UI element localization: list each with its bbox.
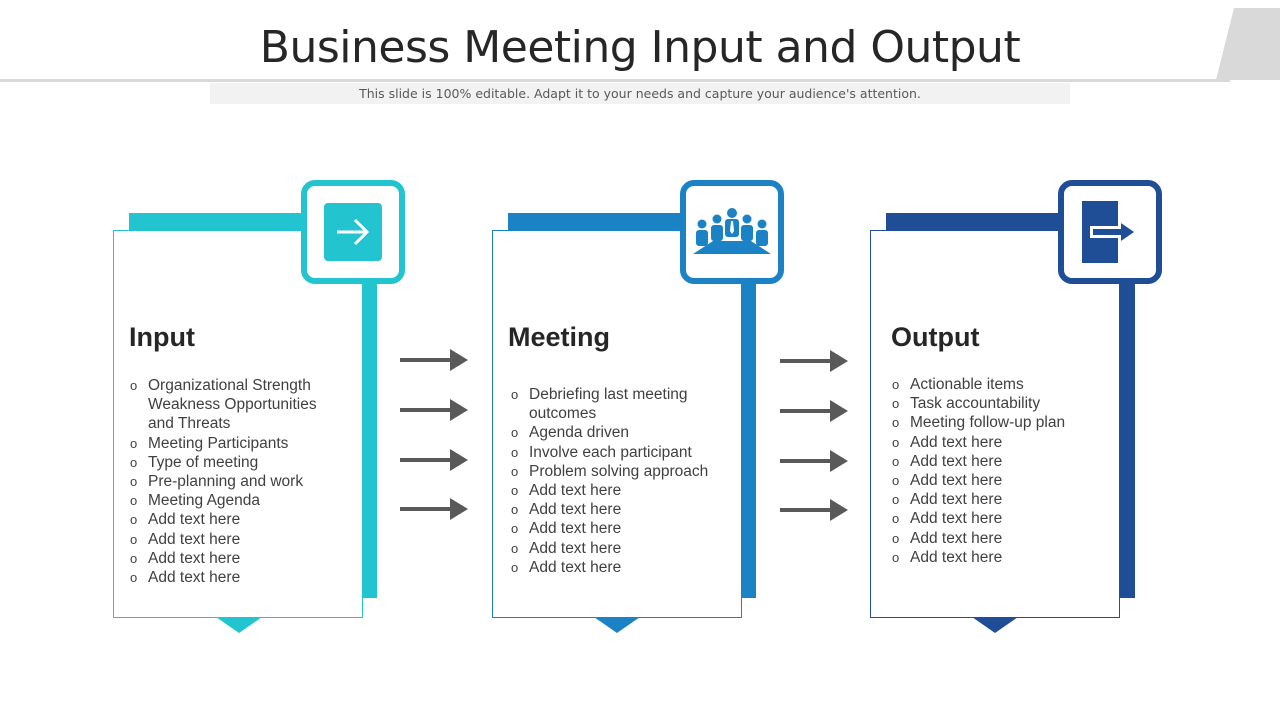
- meeting-table-icon: [693, 208, 771, 254]
- flow-arrow-icon: [780, 499, 848, 521]
- input-icon-box: [301, 180, 405, 284]
- flow-arrow-icon: [780, 400, 848, 422]
- output-list: Actionable items Task accountability Mee…: [892, 375, 1104, 567]
- list-item: Debriefing last meeting outcomes: [511, 385, 723, 423]
- list-item: Add text here: [892, 452, 1104, 471]
- arrow-right-icon: [324, 203, 382, 261]
- list-item: Add text here: [130, 568, 330, 587]
- list-item: Add text here: [130, 530, 330, 549]
- list-item: Task accountability: [892, 394, 1104, 413]
- list-item: Add text here: [511, 500, 723, 519]
- list-item: Add text here: [511, 558, 723, 577]
- input-notch: [216, 617, 262, 633]
- meeting-notch: [594, 617, 640, 633]
- subtitle-bar: [210, 83, 1070, 104]
- flow-arrow-icon: [400, 399, 468, 421]
- list-item: Add text here: [892, 433, 1104, 452]
- page-title: Business Meeting Input and Output: [259, 22, 1021, 73]
- flow-arrow-icon: [780, 350, 848, 372]
- input-list: Organizational Strength Weakness Opportu…: [130, 376, 330, 587]
- list-item: Meeting Agenda: [130, 491, 330, 510]
- list-item: Add text here: [892, 548, 1104, 567]
- input-heading: Input: [129, 322, 195, 352]
- list-item: Involve each participant: [511, 443, 723, 462]
- list-item: Add text here: [892, 471, 1104, 490]
- list-item: Add text here: [892, 490, 1104, 509]
- list-item: Type of meeting: [130, 453, 330, 472]
- meeting-list: Debriefing last meeting outcomes Agenda …: [511, 385, 723, 577]
- list-item: Agenda driven: [511, 423, 723, 442]
- flow-arrow-icon: [780, 450, 848, 472]
- exit-arrow-icon: [1082, 201, 1138, 263]
- output-notch: [972, 617, 1018, 633]
- subtitle: This slide is 100% editable. Adapt it to…: [359, 86, 921, 101]
- title-divider: [0, 79, 1230, 82]
- flow-arrow-icon: [400, 498, 468, 520]
- list-item: Add text here: [511, 539, 723, 558]
- flow-arrow-icon: [400, 349, 468, 371]
- list-item: Add text here: [130, 549, 330, 568]
- meeting-icon-box: [680, 180, 784, 284]
- list-item: Problem solving approach: [511, 462, 723, 481]
- list-item: Add text here: [892, 529, 1104, 548]
- list-item: Add text here: [511, 481, 723, 500]
- list-item: Meeting Participants: [130, 434, 330, 453]
- list-item: Meeting follow-up plan: [892, 413, 1104, 432]
- output-icon-box: [1058, 180, 1162, 284]
- flow-arrow-icon: [400, 449, 468, 471]
- list-item: Actionable items: [892, 375, 1104, 394]
- meeting-heading: Meeting: [508, 322, 611, 352]
- list-item: Organizational Strength Weakness Opportu…: [130, 376, 330, 434]
- output-heading: Output: [891, 322, 980, 352]
- list-item: Add text here: [892, 509, 1104, 528]
- list-item: Add text here: [130, 510, 330, 529]
- list-item: Pre-planning and work: [130, 472, 330, 491]
- list-item: Add text here: [511, 519, 723, 538]
